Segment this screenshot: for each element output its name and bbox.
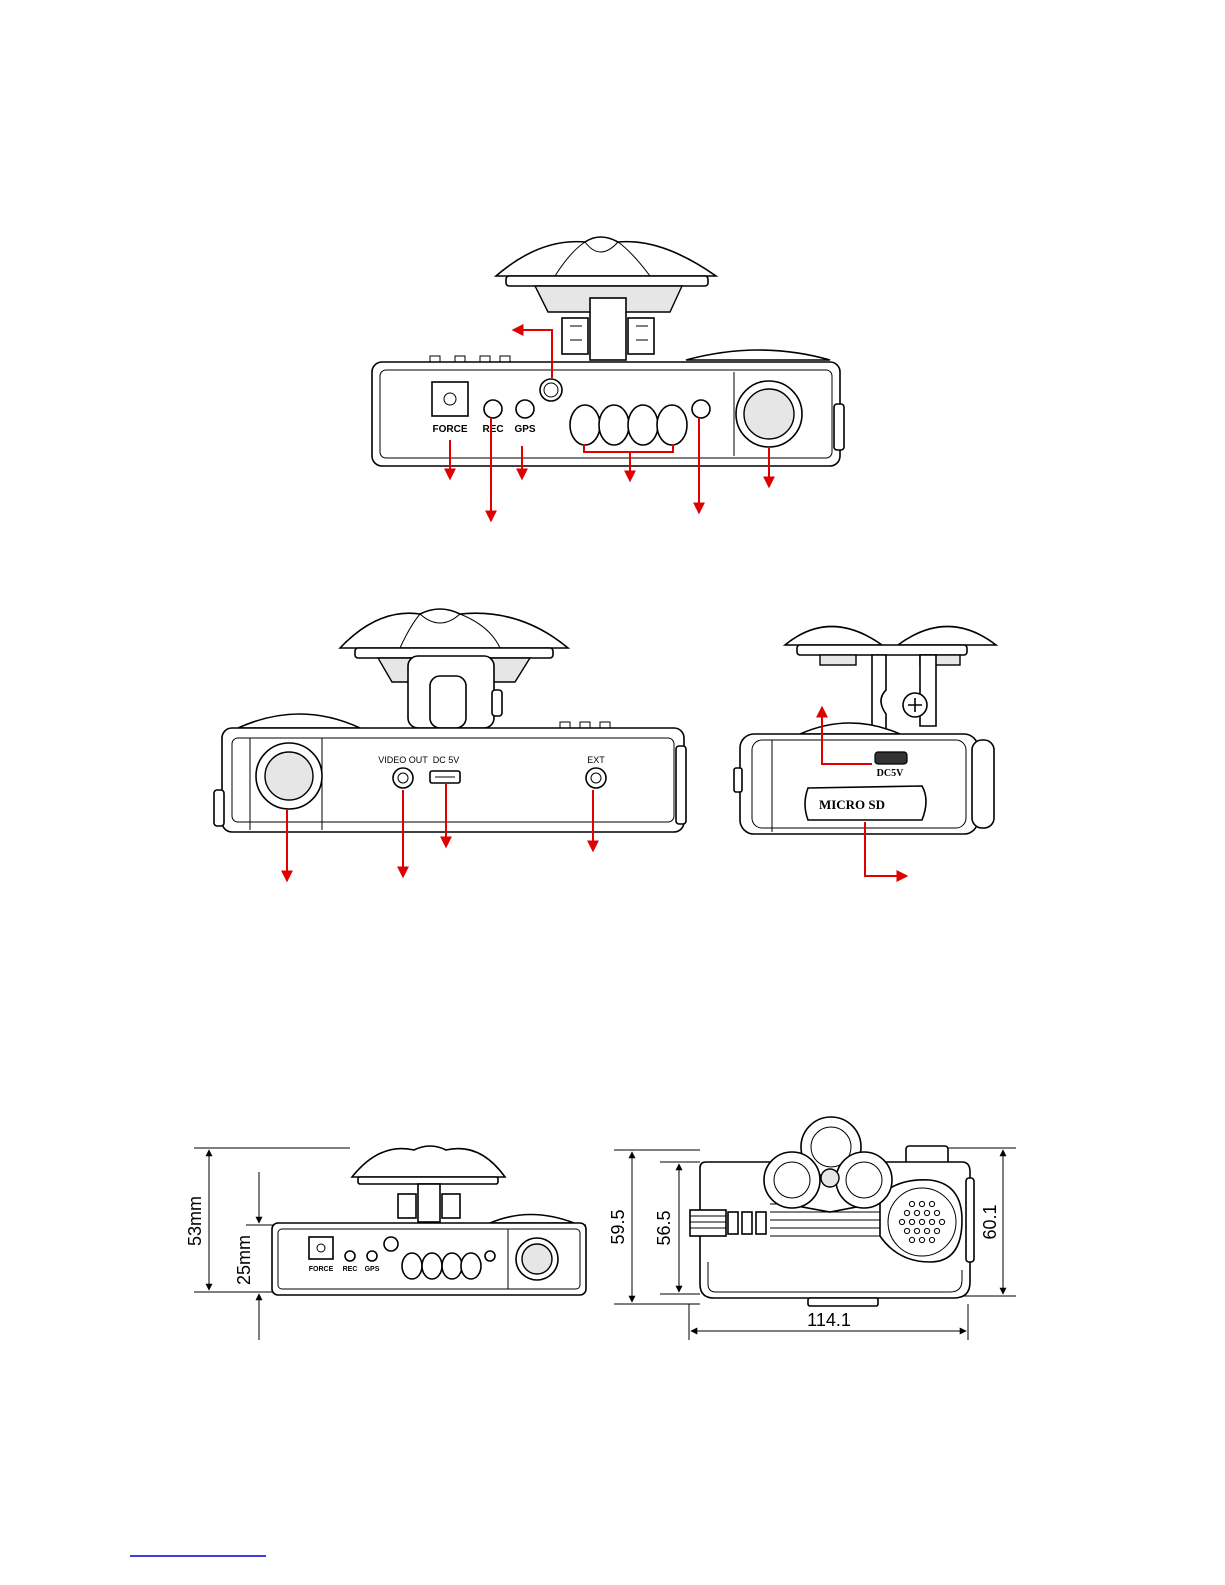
dc-port-side — [875, 752, 907, 764]
camera-lens-front — [736, 381, 802, 447]
video-out-port — [393, 768, 413, 788]
height-total-label: 53mm — [185, 1196, 205, 1246]
rec-label: REC — [482, 424, 503, 435]
dimension-top-view: 59.5 56.5 60.1 114.1 — [608, 1117, 1016, 1340]
force-label: FORCE — [433, 424, 468, 435]
light-sensor — [540, 379, 562, 401]
height-body-label: 25mm — [234, 1235, 254, 1285]
top-view-suction-cups — [764, 1117, 892, 1212]
gps-led — [516, 400, 534, 418]
height-left-outer-label: 59.5 — [608, 1209, 628, 1244]
mic-hole — [692, 400, 710, 418]
dc-label: DC 5V — [433, 755, 460, 765]
force-button — [432, 382, 468, 416]
camera-lens-rear — [256, 743, 322, 809]
mini-camera-body — [272, 1215, 586, 1296]
micro-sd-label: MICRO SD — [819, 797, 885, 812]
mini-suction-cups — [352, 1146, 505, 1222]
rear-view: VIDEO OUT DC 5V EXT — [214, 609, 686, 880]
rec-led — [484, 400, 502, 418]
front-view: FORCE REC GPS — [372, 237, 844, 520]
suction-cups-side — [785, 627, 996, 666]
ext-label: EXT — [587, 755, 605, 765]
mini-force-label: FORCE — [309, 1266, 334, 1273]
width-label: 114.1 — [807, 1310, 851, 1330]
gps-label: GPS — [514, 424, 535, 435]
dimension-front-view: 53mm 25mm FORC — [185, 1146, 586, 1340]
ext-port — [586, 768, 606, 788]
side-view: DC5V MICRO SD — [734, 627, 996, 877]
video-out-label: VIDEO OUT — [378, 755, 428, 765]
dc-label-side: DC5V — [877, 768, 904, 779]
height-right-label: 60.1 — [980, 1204, 1000, 1239]
mount-bracket-rear — [408, 656, 502, 728]
mount-bracket-side — [872, 655, 936, 730]
mini-rec-label: REC — [343, 1266, 358, 1273]
mini-gps-label: GPS — [365, 1266, 380, 1273]
height-left-inner-label: 56.5 — [654, 1210, 674, 1245]
